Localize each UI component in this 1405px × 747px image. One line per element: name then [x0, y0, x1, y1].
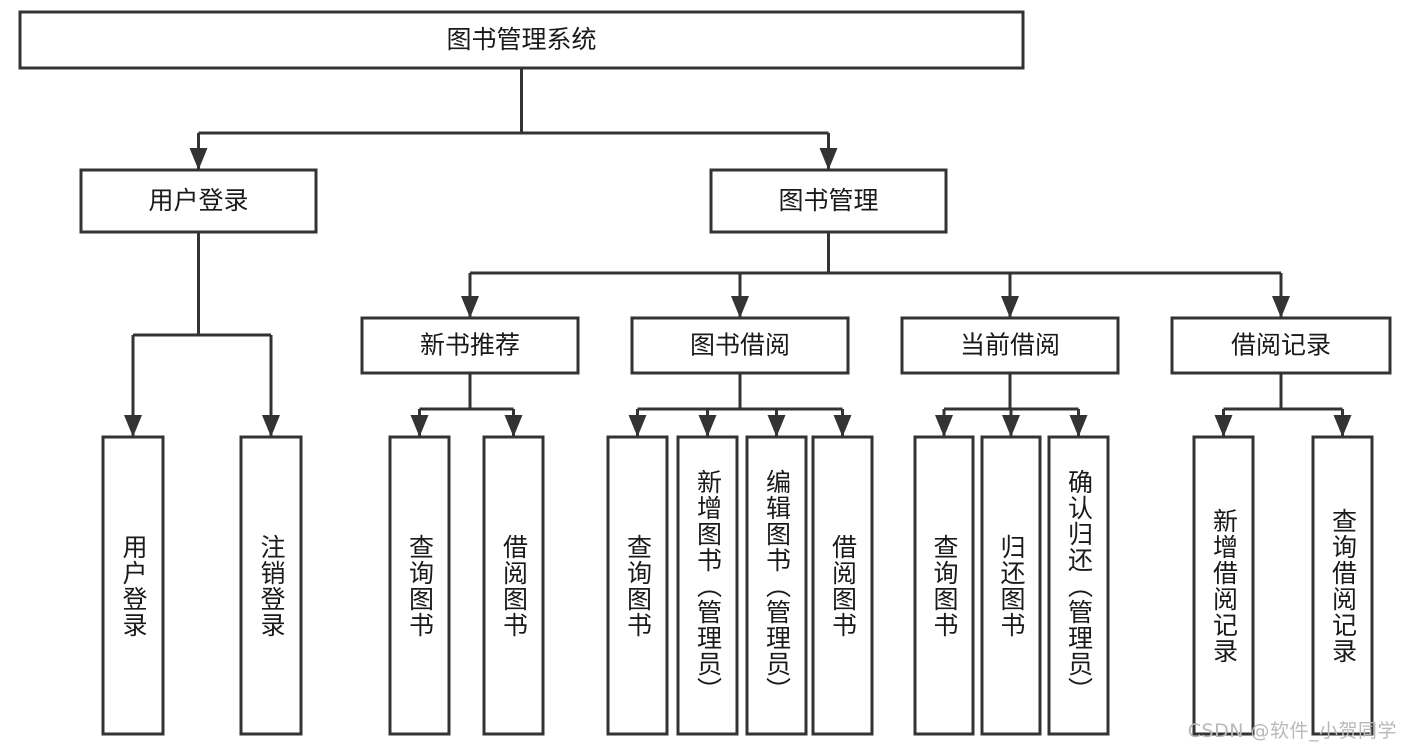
arrow-head-icon: [1002, 415, 1020, 437]
node-label-record: 借阅记录: [1231, 331, 1331, 360]
arrow-head-icon: [698, 415, 717, 437]
arrow-head-icon: [767, 415, 786, 437]
node-box-leaf-query-record[interactable]: [1311, 435, 1374, 736]
arrow-head-icon: [189, 148, 208, 170]
arrow-head-icon: [124, 415, 142, 437]
node-label-bookmgr: 图书管理: [778, 186, 878, 215]
node-box-leaf-user-login[interactable]: [101, 435, 165, 736]
arrow-head-icon: [628, 415, 647, 437]
node-label-login: 用户登录: [148, 186, 248, 215]
arrow-head-icon: [461, 296, 479, 318]
node-label-current: 当前借阅: [960, 331, 1060, 360]
arrow-head-icon: [262, 415, 280, 437]
connectors-layer: [124, 68, 1352, 437]
arrow-head-icon: [1069, 415, 1088, 437]
node-box-login[interactable]: [79, 168, 318, 234]
node-label-root: 图书管理系统: [446, 25, 596, 54]
arrow-head-icon: [1333, 415, 1352, 437]
arrow-head-icon: [935, 415, 953, 437]
arrow-head-icon: [410, 415, 429, 437]
arrow-head-icon: [1214, 415, 1233, 437]
node-box-current[interactable]: [900, 316, 1120, 375]
node-box-leaf-return-book[interactable]: [980, 435, 1042, 736]
node-box-newbook[interactable]: [360, 316, 580, 375]
node-label-borrow: 图书借阅: [690, 331, 790, 360]
boxes-layer: [18, 10, 1392, 736]
watermark: CSDN @软件_小贺同学: [1187, 720, 1397, 742]
node-box-leaf-add-book[interactable]: [676, 435, 739, 736]
node-label-newbook: 新书推荐: [420, 331, 520, 360]
node-box-leaf-confirm-return[interactable]: [1047, 435, 1110, 736]
node-box-leaf-query-book-2[interactable]: [606, 435, 669, 736]
arrow-head-icon: [731, 296, 749, 318]
node-box-leaf-user-logout[interactable]: [239, 435, 303, 736]
arrow-head-icon: [833, 415, 852, 437]
arrow-head-icon: [819, 148, 838, 170]
node-box-leaf-query-book-1[interactable]: [388, 435, 451, 736]
node-box-record[interactable]: [1170, 316, 1392, 375]
arrow-head-icon: [1001, 296, 1019, 318]
node-box-leaf-add-record[interactable]: [1192, 435, 1255, 736]
arrow-head-icon: [1272, 296, 1290, 318]
node-box-bookmgr[interactable]: [709, 168, 948, 234]
node-box-leaf-query-book-3[interactable]: [913, 435, 975, 736]
arrow-head-icon: [504, 415, 523, 437]
node-box-root[interactable]: [18, 10, 1025, 70]
node-box-borrow[interactable]: [630, 316, 850, 375]
node-box-leaf-borrow-book-1[interactable]: [482, 435, 545, 736]
node-box-leaf-borrow-book-2[interactable]: [811, 435, 874, 736]
node-box-leaf-edit-book[interactable]: [745, 435, 808, 736]
